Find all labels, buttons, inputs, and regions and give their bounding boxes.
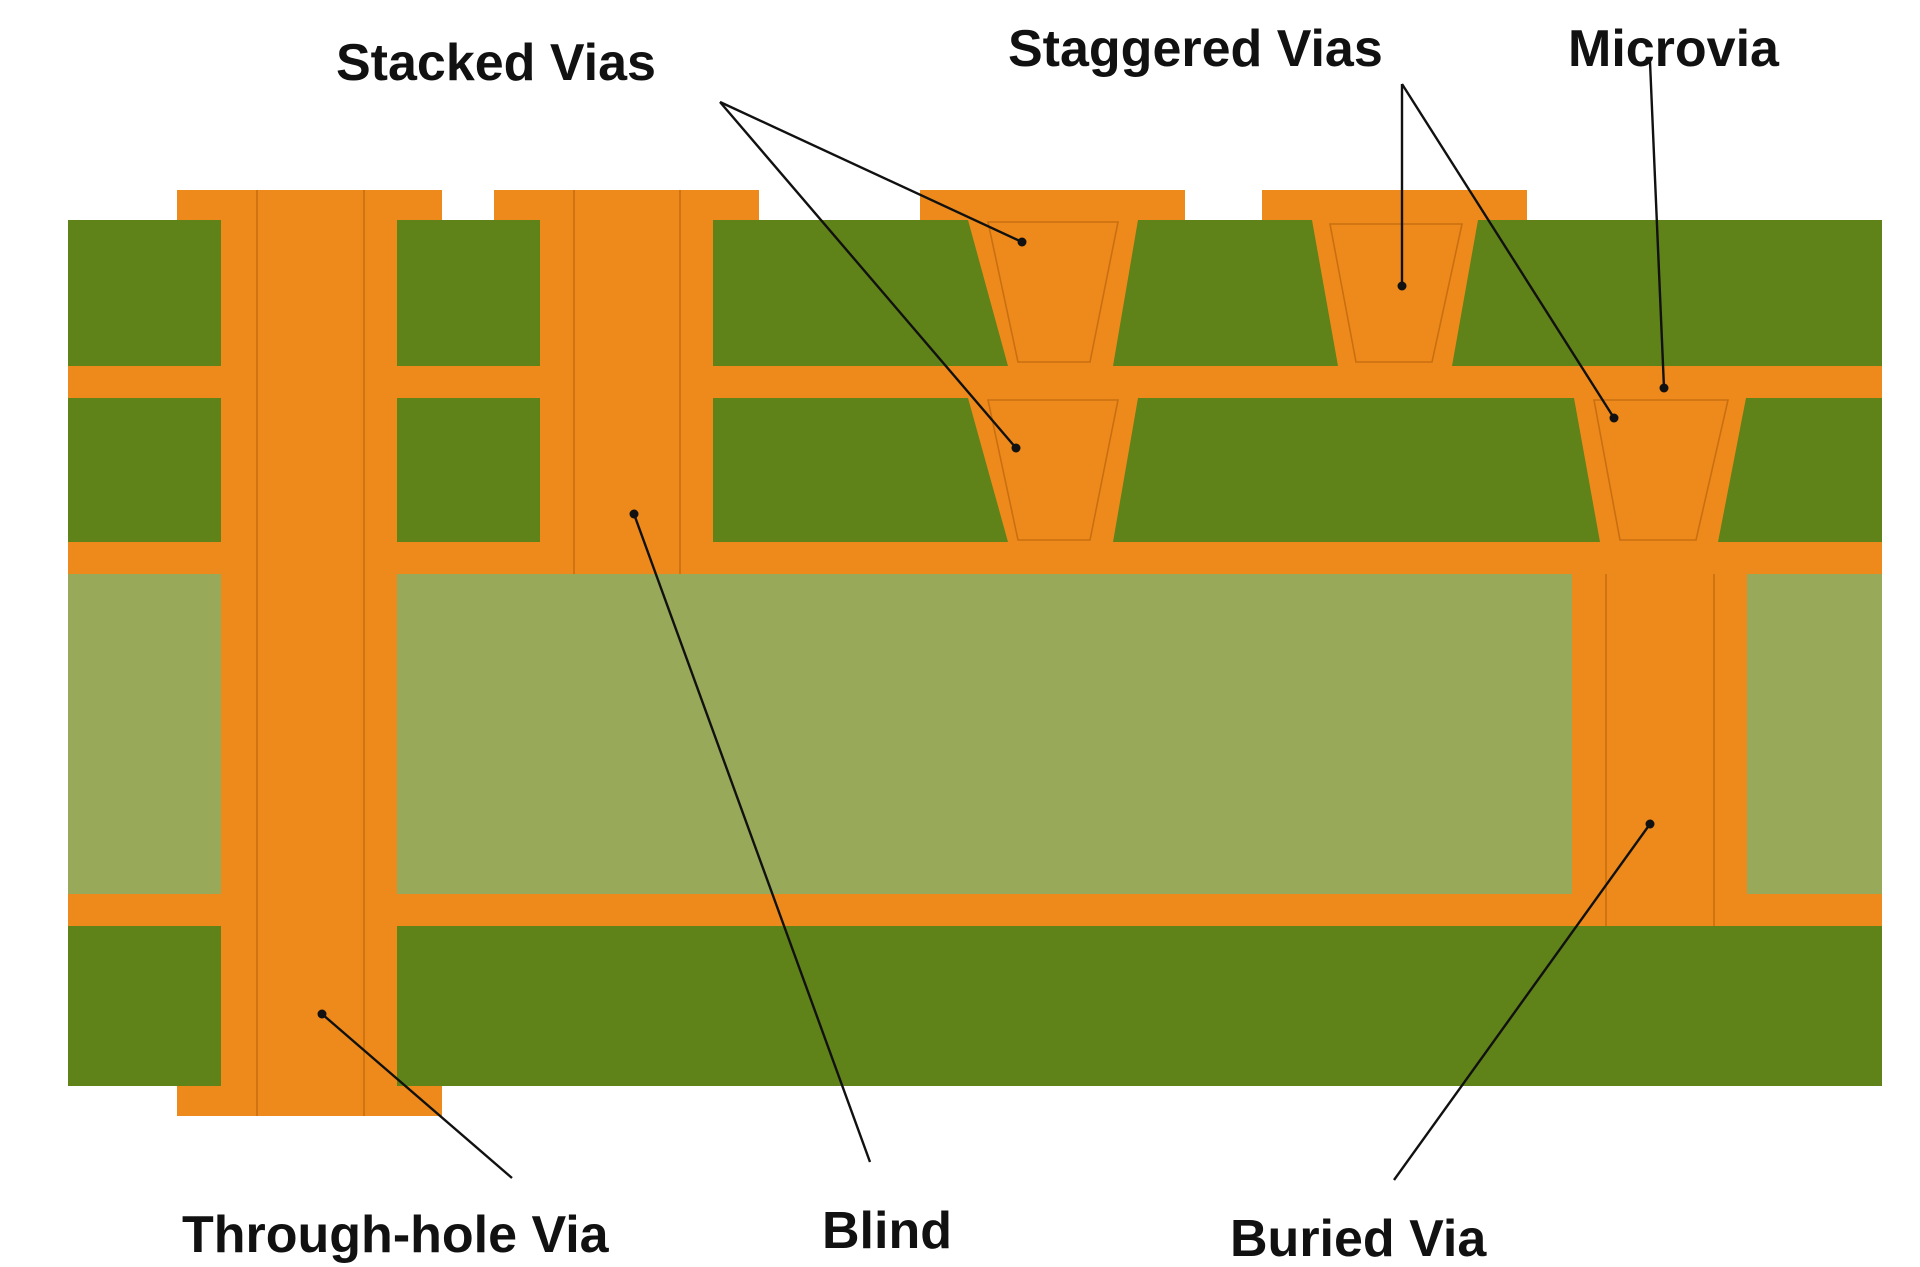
stacked-lower-microvia-core (987, 399, 1119, 541)
stacked-vias-leader-dot-lower (1011, 443, 1021, 453)
buried-via-leader-dot (1645, 819, 1655, 829)
stacked-middle-pad (920, 366, 1185, 398)
buried-via-label: Buried Via (1230, 1210, 1487, 1267)
through-hole-via-label: Through-hole Via (182, 1206, 610, 1264)
blind-via-barrel (540, 190, 713, 574)
labels: Stacked Vias Staggered Vias Microvia Thr… (182, 20, 1780, 1267)
buried-via-barrel (1572, 574, 1747, 926)
stacked-vias-leader-dot-upper (1017, 237, 1027, 247)
staggered-vias-leader-dot-upper (1397, 281, 1407, 291)
microvia-leader (1648, 61, 1666, 389)
blind-leader-dot (629, 509, 639, 519)
through-hole-via-leader-dot (317, 1009, 327, 1019)
microvia-label: Microvia (1568, 20, 1780, 78)
stacked-vias-label: Stacked Vias (336, 34, 656, 92)
buried-via-top-pad (1526, 542, 1790, 574)
leader-lines (317, 61, 1669, 1181)
through-hole-barrel (221, 190, 397, 1116)
stacked-bottom-pad (920, 542, 1185, 574)
through-hole-via (177, 190, 442, 1116)
staggered-top-pad (1262, 190, 1527, 220)
stacked-upper-microvia-core (987, 221, 1119, 363)
through-hole-via-leader (321, 1013, 513, 1179)
buried-via-leader (1393, 823, 1651, 1181)
blind-via (494, 190, 759, 574)
buried-via (1526, 542, 1790, 926)
blind-leader (632, 513, 872, 1163)
staggered-upper-microvia-core (1329, 223, 1463, 363)
staggered-middle-pad (1262, 366, 1790, 398)
blind-label: Blind (822, 1202, 952, 1260)
stacked-vias-leader-lower (719, 101, 1017, 449)
staggered-vias-leader-dot-lower (1609, 413, 1619, 423)
stacked-vias-leader-upper (719, 100, 1023, 244)
staggered-lower-microvia-core (1593, 399, 1730, 541)
stacked-vias (920, 190, 1185, 574)
stacked-top-pad (920, 190, 1185, 220)
staggered-vias-label: Staggered Vias (1008, 20, 1383, 78)
staggered-vias-leader-lower (1400, 83, 1616, 419)
microvia-leader-dot (1659, 383, 1669, 393)
